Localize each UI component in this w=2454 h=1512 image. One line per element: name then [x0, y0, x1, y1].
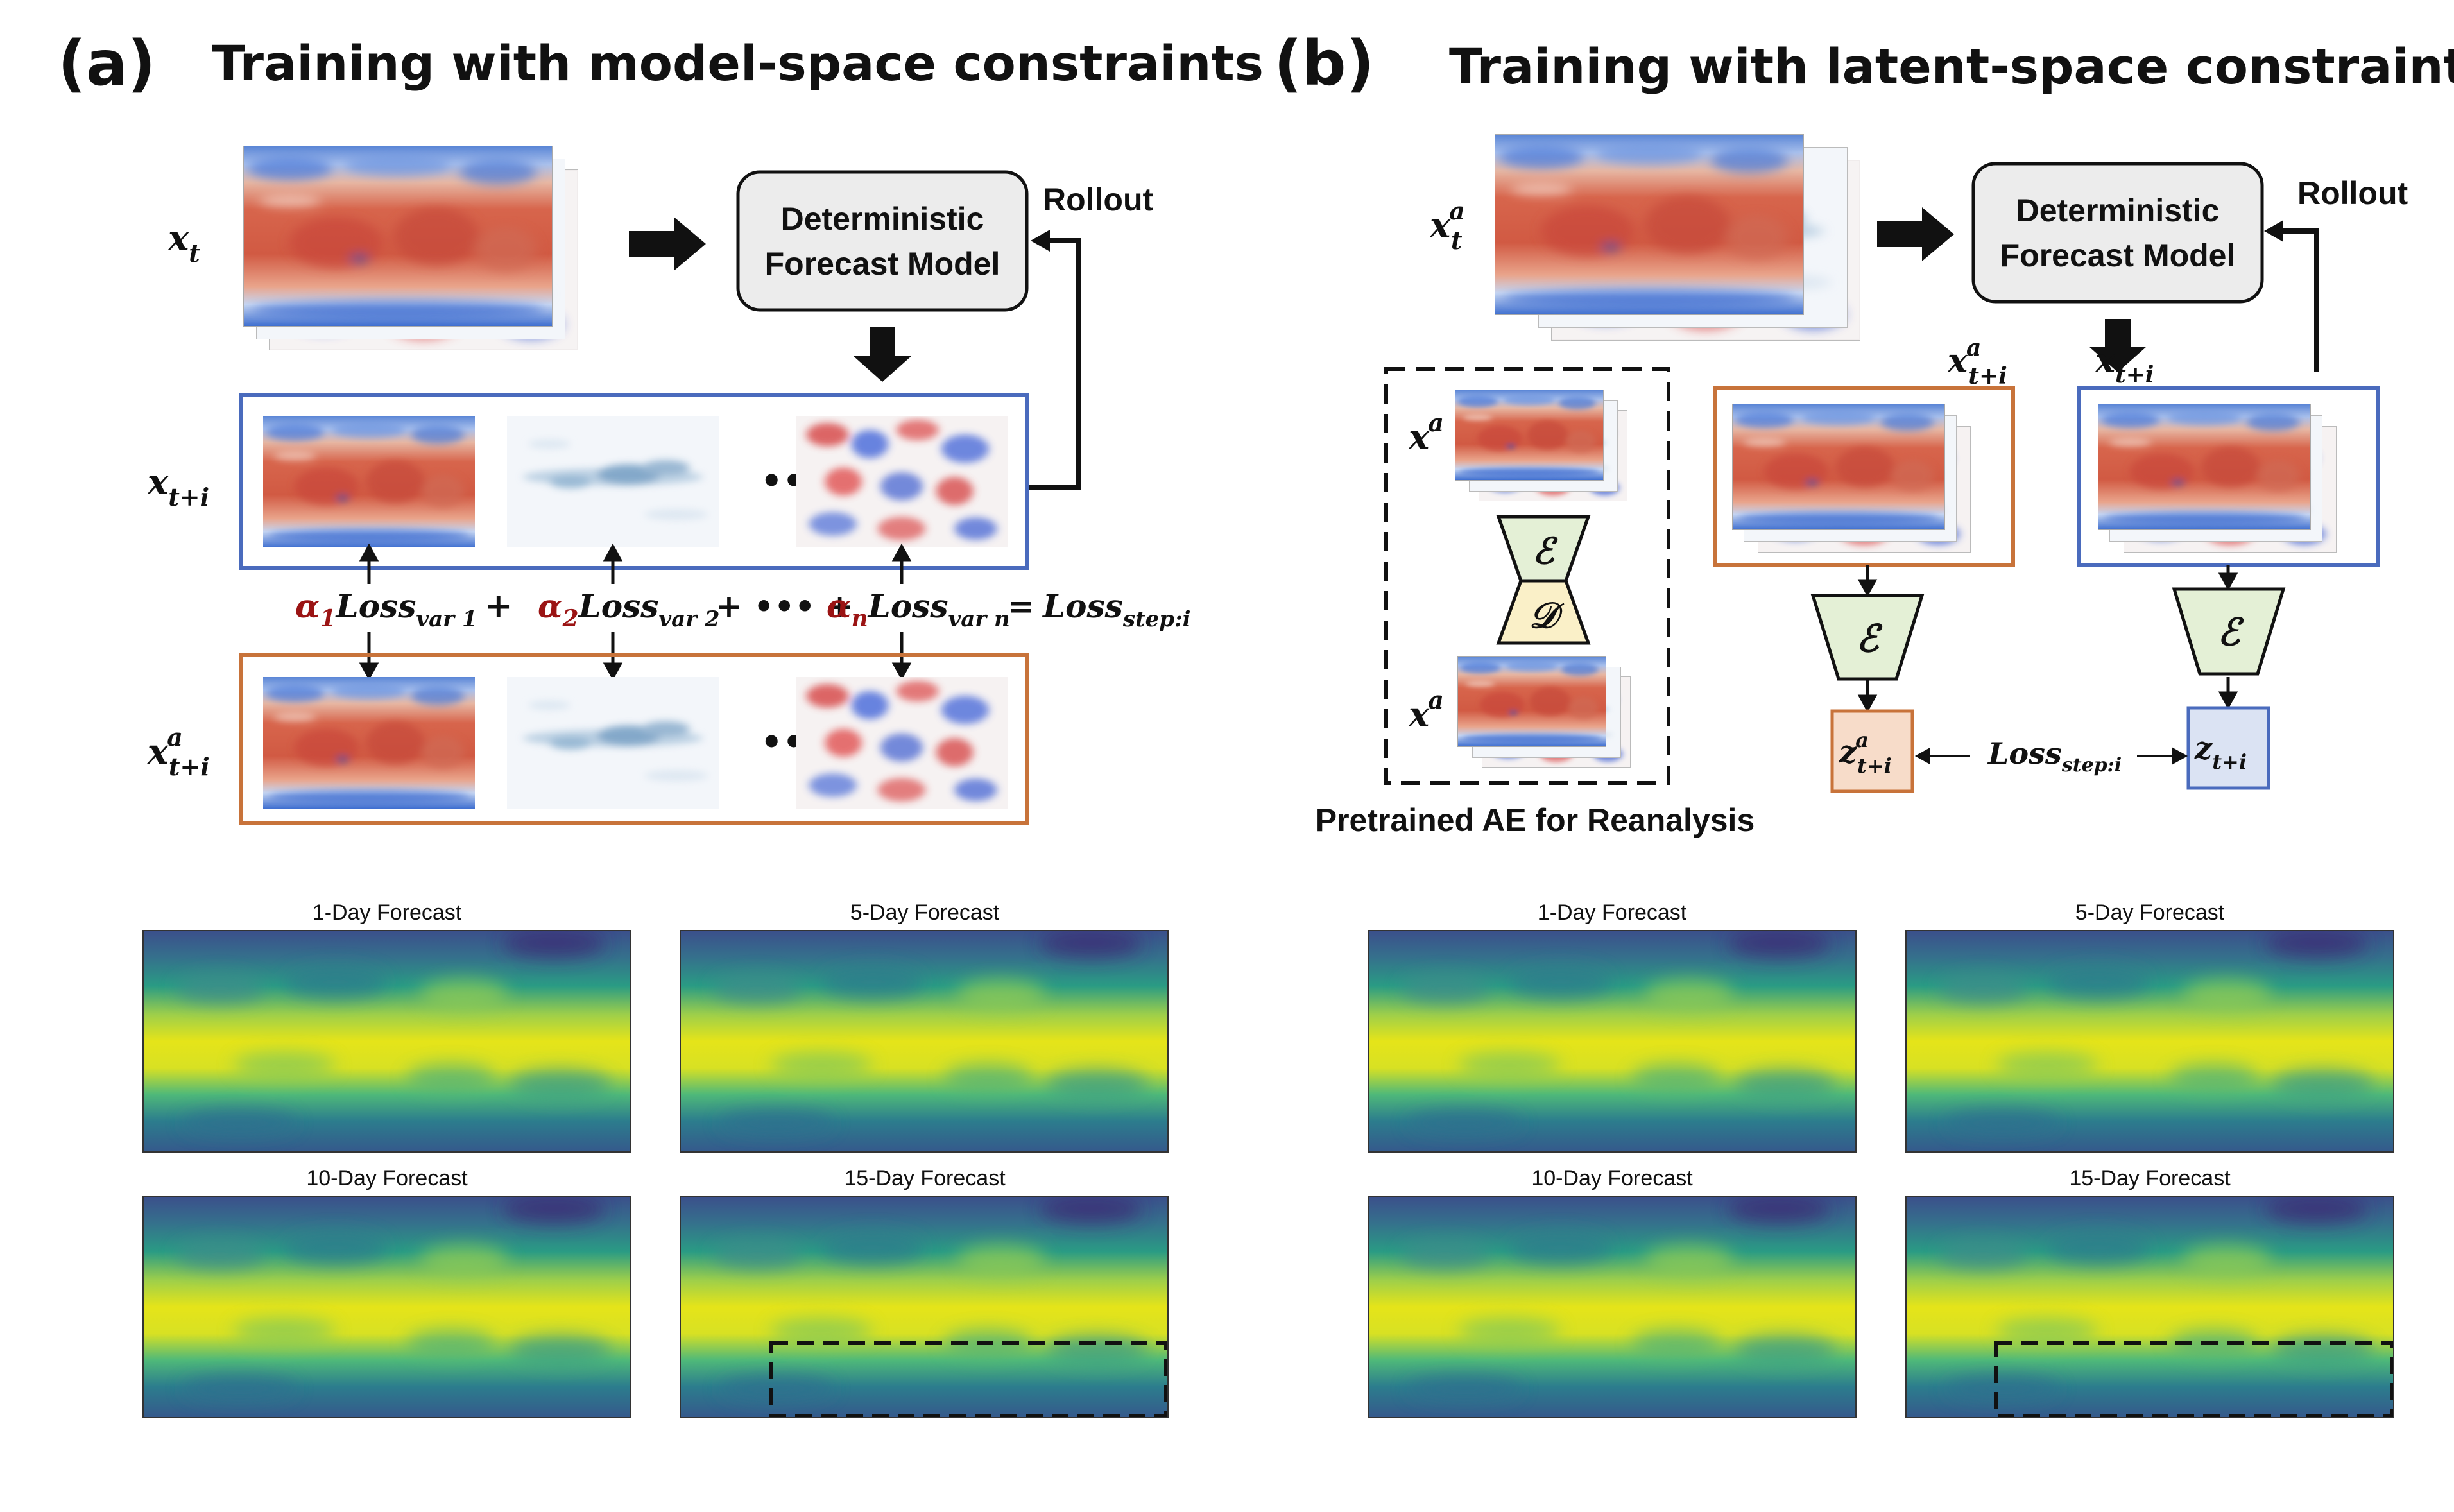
model-box-b [1971, 162, 2264, 304]
ae-output-stack [1457, 656, 1631, 768]
loss-term-n: αnLossvar n [827, 587, 1010, 632]
ae-caption: Pretrained AE for Reanalysis [1316, 802, 1755, 838]
ae-decoder [1496, 579, 1591, 645]
forecast-a-3 [143, 1195, 631, 1418]
label-x-t-i-b: xt+i [2095, 341, 2154, 388]
arrow-down-model-b [2089, 319, 2147, 372]
panel-b-label: (b) [1274, 28, 1374, 99]
forecast-a-4-label: 15-Day Forecast [844, 1166, 1006, 1190]
label-x-t: xt [167, 218, 200, 268]
encoder-symbol-1: ℰ [1856, 617, 1883, 660]
loss-term-1: α1Lossvar 1 [295, 587, 477, 632]
plus-dots: + ••• + [716, 587, 853, 625]
ae-input-stack [1455, 390, 1627, 501]
loss-equation-a: α1Lossvar 1 + α2Lossvar 2 + ••• + αnLoss… [295, 587, 1191, 632]
label-x-a-top: xa [1408, 408, 1444, 458]
label-x-a-bottom: xa [1408, 685, 1444, 735]
forecast-b-3-label: 10-Day Forecast [1531, 1166, 1693, 1190]
forecast-b-2 [1906, 929, 2394, 1152]
encoder-model-branch [2172, 587, 2286, 676]
model-box-a-line1: Deterministic [781, 201, 984, 237]
arrow-to-model [629, 217, 706, 271]
forecast-a-2 [680, 929, 1168, 1152]
forecast-a-1 [143, 929, 631, 1152]
encoder-a-branch [1810, 594, 1925, 681]
x-a-t-i-frame-b [1713, 386, 2015, 567]
x-t-i-frame [239, 393, 1029, 570]
forecast-a-2-label: 5-Day Forecast [850, 900, 1000, 925]
panel-a-title: Training with model-space constraints [212, 35, 1264, 92]
loss-arrows-a [359, 543, 912, 681]
forecast-a-4 [680, 1195, 1168, 1418]
x-a-t-stack [1495, 134, 1860, 341]
model-box-a [736, 170, 1029, 312]
z-box [2186, 706, 2270, 790]
pretrained-ae-box [1384, 367, 1670, 785]
equals-sign: = [1008, 587, 1034, 625]
rollout-label-a: Rollout [1043, 182, 1154, 218]
x-t-stack [243, 146, 578, 350]
label-x-t-i: xt+i [147, 461, 209, 511]
arrow-down-model-a [854, 327, 911, 382]
panel-a: (a) Training with model-space constraint… [58, 28, 1264, 1418]
rollout-arrow-b [2275, 228, 2319, 372]
encoder-symbol-2: ℰ [2217, 610, 2244, 654]
panel-b-title: Training with latent-space constraints [1449, 38, 2454, 95]
forecast-b-3 [1368, 1195, 1856, 1418]
model-box-b-line2: Forecast Model [2000, 237, 2236, 273]
plus-1: + [485, 587, 513, 626]
model-box-a-line2: Forecast Model [765, 246, 1000, 282]
forecast-b-4 [1906, 1195, 2394, 1418]
panel-b: (b) Training with latent-space constrain… [1274, 28, 2454, 1418]
forecast-a-1-label: 1-Day Forecast [313, 900, 462, 925]
encoder-symbol-ae: ℰ [1532, 530, 1558, 572]
forecast-b-1-label: 1-Day Forecast [1538, 900, 1687, 925]
model-box-b-line1: Deterministic [2016, 193, 2220, 228]
loss-term-2: α2Lossvar 2 [538, 587, 720, 632]
loss-total-a: Lossstep:i [1042, 587, 1191, 632]
rollout-arrow-a [1027, 238, 1081, 490]
label-z-t-i: zt+i [2194, 730, 2247, 774]
rollout-label-b: Rollout [2297, 175, 2408, 211]
z-a-box [1830, 709, 1914, 793]
highlight-box-b [1994, 1341, 2394, 1418]
forecast-b-2-label: 5-Day Forecast [2075, 900, 2225, 925]
forecast-b-1 [1368, 929, 1856, 1152]
x-a-t-i-frame [239, 653, 1029, 825]
forecast-b-4-label: 15-Day Forecast [2069, 1166, 2231, 1190]
panel-a-label: (a) [58, 28, 156, 99]
arrow-to-model-b [1877, 207, 1954, 261]
loss-label-b: Lossstep:i [1987, 736, 2122, 777]
forecast-a-3-label: 10-Day Forecast [306, 1166, 468, 1190]
